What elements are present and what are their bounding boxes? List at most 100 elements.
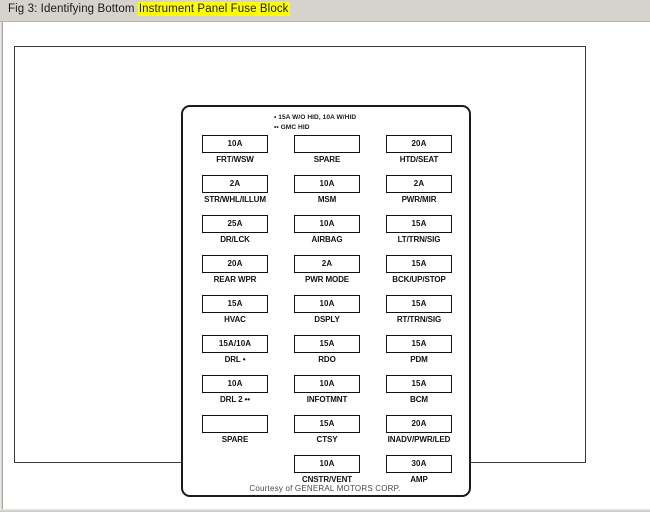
fuse-label: FRT/WSW	[216, 155, 254, 164]
fuse-amperage: 20A	[411, 419, 427, 428]
fuse-slot: SPARE	[283, 135, 371, 175]
fuse-amperage: 2A	[229, 179, 241, 188]
fuse-box: 10A	[294, 295, 360, 313]
fuse-box: 15A	[294, 335, 360, 353]
fuse-box: 2A	[386, 175, 452, 193]
fuse-amperage: 10A	[319, 379, 335, 388]
fuse-label: BCK/UP/STOP	[392, 275, 446, 284]
fuse-slot: 15A BCM	[375, 375, 463, 415]
fuse-amperage: 10A	[227, 379, 243, 388]
fuse-slot: 15A CTSY	[283, 415, 371, 455]
fuse-amperage: 10A	[319, 179, 335, 188]
page-title: Fig 3: Identifying Bottom Instrument Pan…	[8, 2, 290, 16]
fuse-box: 10A	[294, 175, 360, 193]
legend-line-hid: • 15A W/O HID, 10A W/HID	[274, 114, 357, 121]
fuse-box: 10A	[202, 375, 268, 393]
fuse-slot: 10A DSPLY	[283, 295, 371, 335]
fuse-label: CTSY	[316, 435, 338, 444]
fuse-box: 30A	[386, 455, 452, 473]
fuse-box: 20A	[386, 415, 452, 433]
fuse-box: 15A	[386, 375, 452, 393]
fuse-slot: 10A DRL 2 ••	[191, 375, 279, 415]
fuse-box: 10A	[294, 375, 360, 393]
fuse-slot: 2A PWR MODE	[283, 255, 371, 295]
fuse-label: SPARE	[313, 155, 341, 164]
fuse-amperage: 10A	[227, 139, 243, 148]
fuse-label: CNSTR/VENT	[301, 475, 353, 484]
fuse-label: LT/TRN/SIG	[397, 235, 441, 244]
window-title-bar: Fig 3: Identifying Bottom Instrument Pan…	[0, 0, 650, 22]
fuse-box: 10A	[202, 135, 268, 153]
fuse-amperage: 15A/10A	[218, 339, 252, 348]
fuse-label: STR/WHL/ILLUM	[204, 195, 266, 204]
fuse-amperage: 15A	[411, 379, 427, 388]
footer-credit: Courtesy of GENERAL MOTORS CORP.	[249, 484, 401, 493]
fuse-label: DRL 2 ••	[220, 395, 250, 404]
fuse-box: 2A	[294, 255, 360, 273]
fuse-label: RDO	[318, 355, 336, 364]
fuse-label: HVAC	[224, 315, 246, 324]
instrument-panel-fuse-block: • 15A W/O HID, 10A W/HID •• GMC HID 10A F…	[181, 105, 471, 497]
fuse-slot: 15A RDO	[283, 335, 371, 375]
fuse-slot: 10A CNSTR/VENT	[283, 455, 371, 495]
fuse-label: REAR WPR	[213, 275, 257, 284]
fuse-label: BCM	[410, 395, 428, 404]
fuse-slot: SPARE	[191, 415, 279, 455]
fuse-box: 15A	[294, 415, 360, 433]
window-left-edge	[0, 22, 3, 512]
fuse-label: PWR/MIR	[401, 195, 437, 204]
fuse-amperage: 15A	[411, 339, 427, 348]
fuse-amperage: 10A	[319, 299, 335, 308]
page-title-highlight: Instrument Panel Fuse Block	[137, 2, 290, 16]
fuse-label: INFOTMNT	[306, 395, 348, 404]
fuse-slot: 2A STR/WHL/ILLUM	[191, 175, 279, 215]
fuse-slot: 2A PWR/MIR	[375, 175, 463, 215]
fuse-amperage: 15A	[319, 339, 335, 348]
fuse-amperage: 15A	[411, 219, 427, 228]
fuse-legend: • 15A W/O HID, 10A W/HID •• GMC HID	[183, 113, 473, 134]
fuse-box: 2A	[202, 175, 268, 193]
document-content-frame: • 15A W/O HID, 10A W/HID •• GMC HID 10A F…	[14, 46, 586, 497]
fuse-amperage: 15A	[319, 419, 335, 428]
fuse-box	[294, 135, 360, 153]
fuse-slot: 20A REAR WPR	[191, 255, 279, 295]
fuse-slot: 10A FRT/WSW	[191, 135, 279, 175]
fuse-amperage: 10A	[319, 219, 335, 228]
fuse-box: 15A	[202, 295, 268, 313]
fuse-label: PWR MODE	[304, 275, 350, 284]
fuse-slot: 15A HVAC	[191, 295, 279, 335]
fuse-amperage: 30A	[411, 459, 427, 468]
fuse-amperage: 15A	[411, 299, 427, 308]
fuse-label: SPARE	[221, 435, 249, 444]
fuse-label: DSPLY	[314, 315, 340, 324]
fuse-label: MSM	[317, 195, 337, 204]
fuse-amperage: 2A	[413, 179, 425, 188]
legend-line-gmc-hid: •• GMC HID	[274, 123, 310, 131]
fuse-box	[202, 415, 268, 433]
fuse-box: 15A	[386, 335, 452, 353]
fuse-box: 20A	[386, 135, 452, 153]
fuse-box: 10A	[294, 215, 360, 233]
fuse-amperage: 20A	[227, 259, 243, 268]
fuse-amperage: 20A	[411, 139, 427, 148]
fuse-slot: 10A MSM	[283, 175, 371, 215]
fuse-slot: 15A LT/TRN/SIG	[375, 215, 463, 255]
fuse-label: DR/LCK	[220, 235, 250, 244]
fuse-box: 15A	[386, 215, 452, 233]
fuse-box: 20A	[202, 255, 268, 273]
fuse-amperage: 2A	[321, 259, 333, 268]
fuse-label: DRL •	[224, 355, 246, 364]
fuse-box: 10A	[294, 455, 360, 473]
fuse-slot: 10A INFOTMNT	[283, 375, 371, 415]
fuse-label: HTD/SEAT	[399, 155, 439, 164]
fuse-box: 15A	[386, 295, 452, 313]
